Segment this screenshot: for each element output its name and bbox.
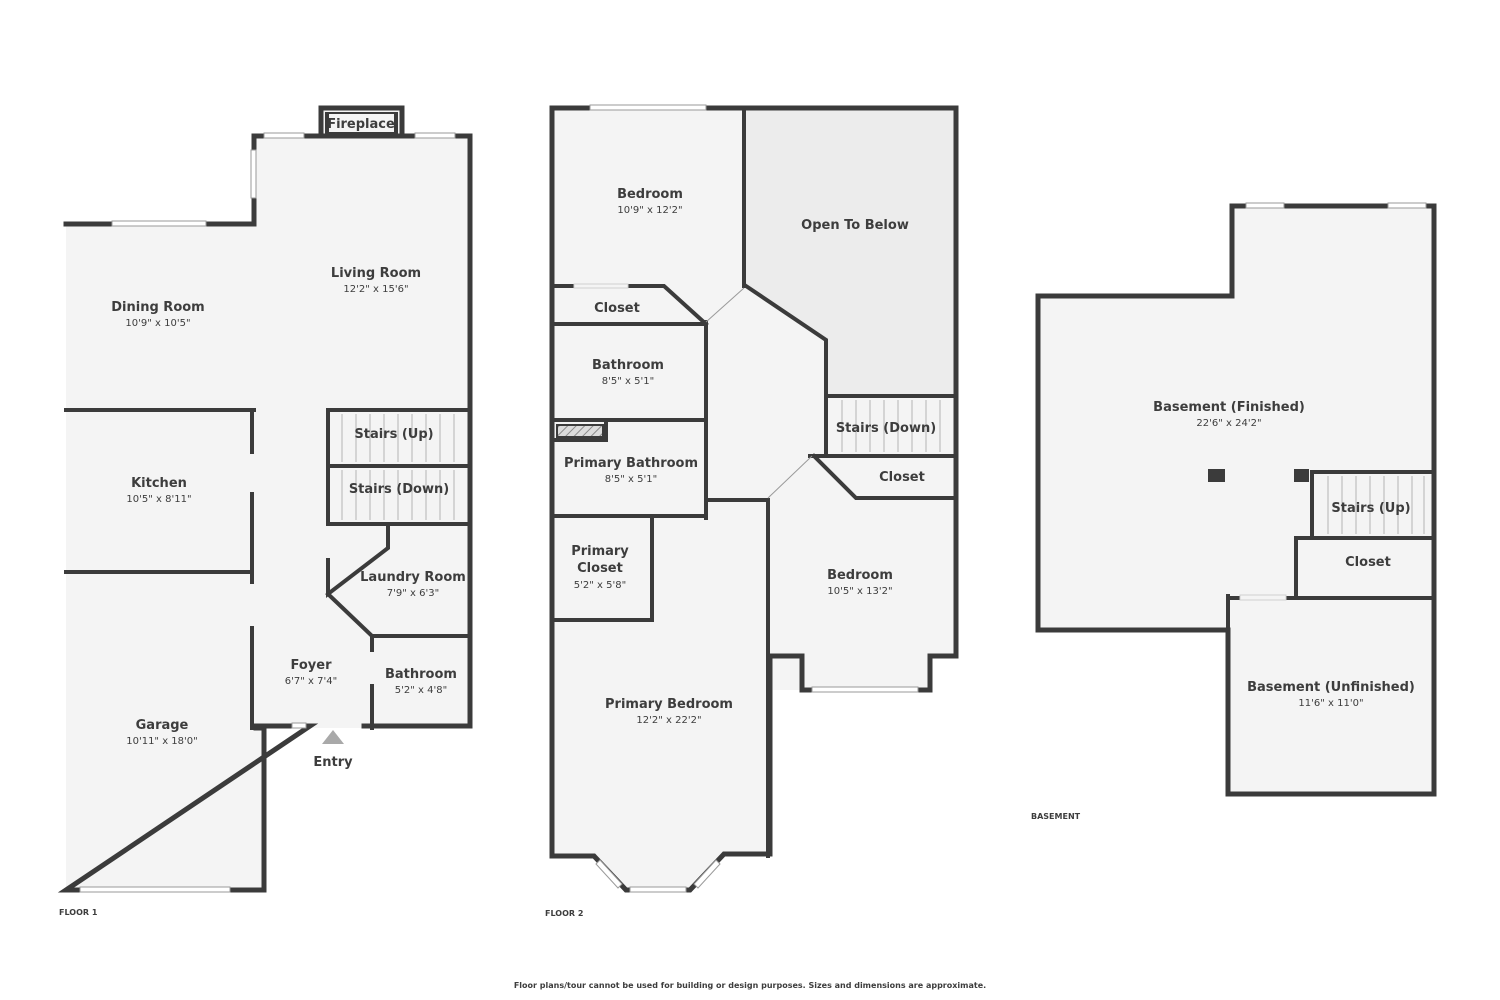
window [589,104,707,111]
support-post-icon [1208,469,1225,482]
stairs-down-treads [341,470,455,520]
basement-finished-label: Basement (Finished) [1153,400,1305,415]
bedroom-1-label: Bedroom [617,187,683,202]
garage-dims: 10'11" x 18'0" [126,736,198,747]
window [1239,594,1287,601]
window [111,220,207,227]
dining-room-label: Dining Room [111,300,204,315]
basement-unfinished-dims: 11'6" x 11'0" [1298,698,1363,709]
kitchen-label: Kitchen [131,476,187,491]
primary-closet-label-1: Primary [571,544,629,559]
primary-bedroom-label: Primary Bedroom [605,697,733,712]
primary-bathroom-label: Primary Bathroom [564,456,698,471]
stairs-down-f2-label: Stairs (Down) [836,421,936,436]
living-room-label: Living Room [331,266,421,281]
floor-1: Fireplace Living Room 12'2" x 15'6" Dini… [57,105,473,917]
floor-1-label: FLOOR 1 [59,908,98,917]
window [693,859,721,889]
bedroom-2-label: Bedroom [827,568,893,583]
primary-bathroom-dims: 8'5" x 5'1" [605,474,657,485]
bathroom-f2-label: Bathroom [592,358,664,373]
primary-closet-label-2: Closet [577,561,623,576]
window [629,886,687,893]
stairs-up-treads [341,414,455,462]
bedroom-1-dims: 10'9" x 12'2" [617,205,682,216]
disclaimer-text: Floor plans/tour cannot be used for buil… [514,981,986,990]
closet-2-label: Closet [879,470,925,485]
stairs-up-basement-label: Stairs (Up) [1331,501,1410,516]
bathroom-label: Bathroom [385,667,457,682]
bathroom-dims: 5'2" x 4'8" [395,685,447,696]
window [250,149,257,199]
stairs-up-label: Stairs (Up) [354,427,433,442]
primary-bedroom-dims: 12'2" x 22'2" [636,715,701,726]
window [79,886,231,893]
window [811,686,919,693]
stairs-down-label: Stairs (Down) [349,482,449,497]
window [1387,202,1427,209]
foyer-dims: 6'7" x 7'4" [285,676,337,687]
dining-room-dims: 10'9" x 10'5" [125,318,190,329]
window [573,283,629,289]
stairs-down-treads-floor2 [841,400,941,452]
entry-arrow-icon [322,730,344,744]
window [595,859,623,889]
open-to-below-area [746,110,954,396]
primary-closet-dims: 5'2" x 5'8" [574,580,626,591]
basement-unfinished-label: Basement (Unfinished) [1247,680,1415,695]
closet-basement-label: Closet [1345,555,1391,570]
foyer-label: Foyer [291,658,333,673]
laundry-room-label: Laundry Room [360,570,466,585]
window [1245,202,1285,209]
window [291,722,307,729]
garage-label: Garage [136,718,189,733]
window [263,132,305,139]
basement-finished-dims: 22'6" x 24'2" [1196,418,1261,429]
floor-2: Bedroom 10'9" x 12'2" Open To Below Clos… [545,104,959,918]
kitchen-dims: 10'5" x 8'11" [126,494,191,505]
fireplace-label: Fireplace [327,117,395,132]
closet-1-label: Closet [594,301,640,316]
bathroom-f2-dims: 8'5" x 5'1" [602,376,654,387]
floor-2-label: FLOOR 2 [545,909,583,918]
support-post-icon [1294,469,1309,482]
window [414,132,456,139]
laundry-room-dims: 7'9" x 6'3" [387,588,439,599]
bedroom-2-dims: 10'5" x 13'2" [827,586,892,597]
basement-floor-label: BASEMENT [1031,812,1081,821]
entry-label: Entry [313,755,353,770]
stairs-up-treads-basement [1327,476,1425,534]
living-room-dims: 12'2" x 15'6" [343,284,408,295]
open-to-below-label: Open To Below [801,218,909,233]
basement: Basement (Finished) 22'6" x 24'2" Stairs… [1031,202,1437,821]
